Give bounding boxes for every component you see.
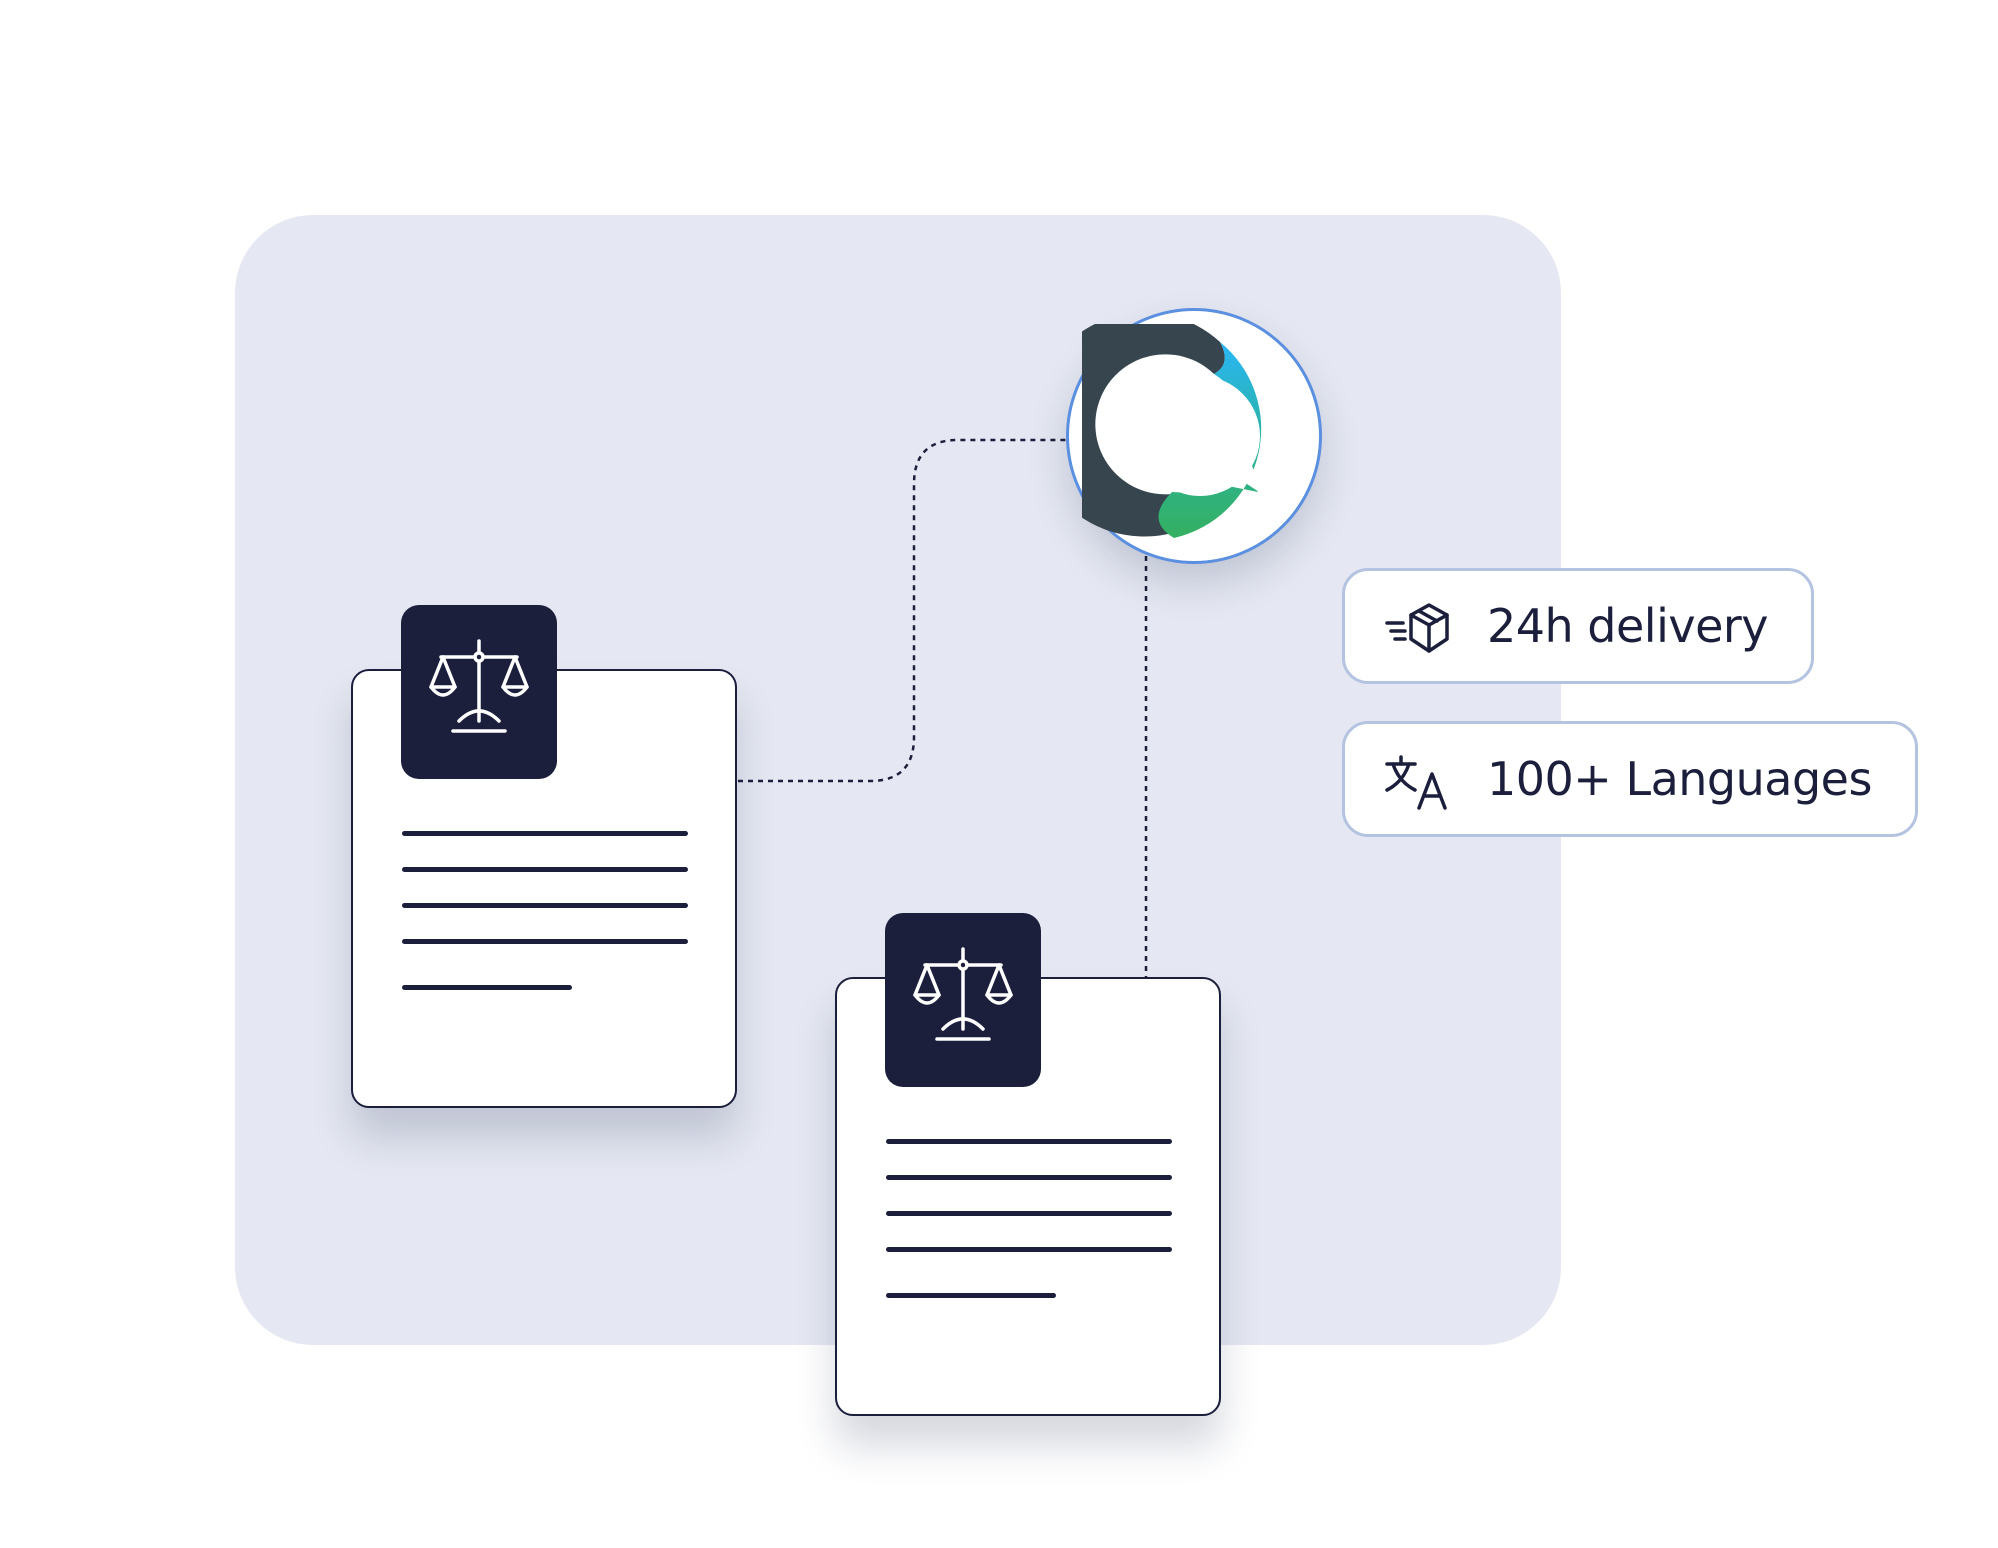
- brand-logo: [1066, 308, 1322, 564]
- legal-document-card: [835, 913, 1221, 1416]
- feature-pill-languages: 100+ Languages: [1342, 721, 1918, 837]
- text-line: [402, 831, 688, 836]
- feature-label: 100+ Languages: [1487, 752, 1872, 806]
- text-line: [886, 1139, 1172, 1144]
- text-line: [886, 1293, 1056, 1298]
- text-line: [402, 939, 688, 944]
- text-line: [402, 903, 688, 908]
- legal-document-card: [351, 605, 737, 1108]
- document-badge: [401, 605, 557, 779]
- text-line: [886, 1247, 1172, 1252]
- feature-pill-delivery: 24h delivery: [1342, 568, 1814, 684]
- document-badge: [885, 913, 1041, 1087]
- feature-label: 24h delivery: [1487, 599, 1769, 653]
- text-line: [402, 985, 572, 990]
- text-line: [886, 1211, 1172, 1216]
- scales-of-justice-icon: [429, 639, 529, 733]
- text-line: [886, 1175, 1172, 1180]
- speech-bubble-ring-logo: [1082, 324, 1262, 538]
- scales-of-justice-icon: [913, 947, 1013, 1041]
- fast-delivery-box-icon: [1385, 603, 1449, 653]
- translate-icon: [1385, 755, 1447, 810]
- text-line: [402, 867, 688, 872]
